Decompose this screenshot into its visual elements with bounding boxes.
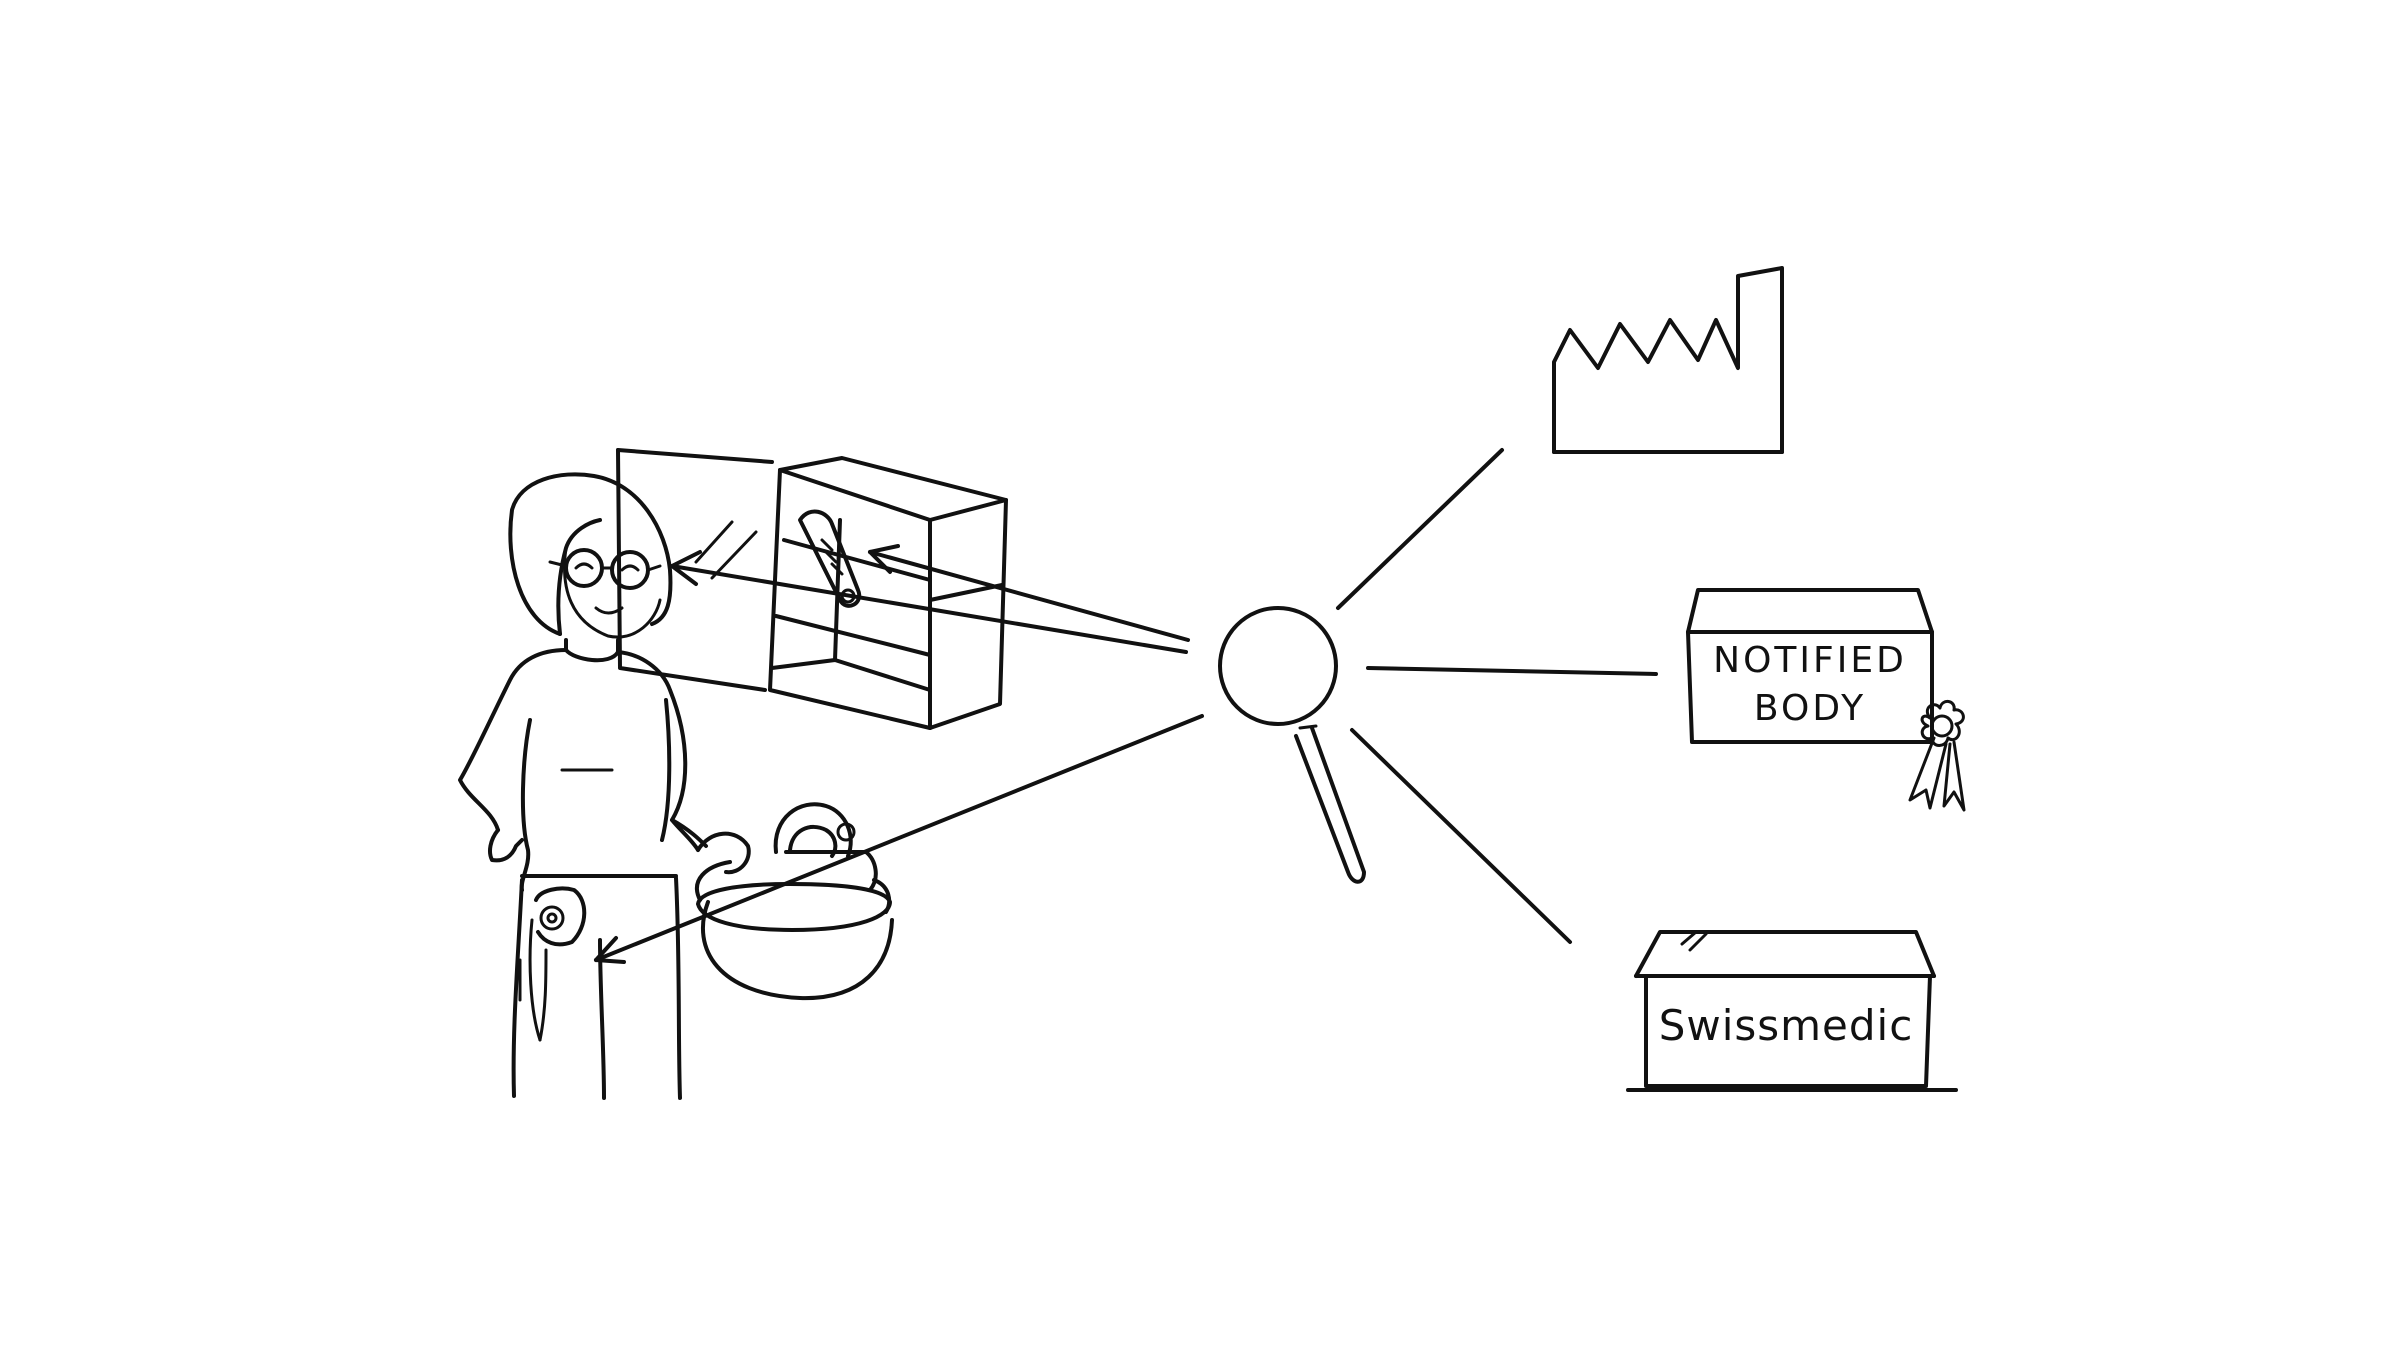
basket-icon — [694, 802, 894, 1001]
connector-lines — [1336, 448, 1658, 944]
magnifier-icon — [1218, 606, 1366, 884]
connector-to-factory — [1336, 448, 1504, 610]
certificate-seal-icon — [1908, 700, 1966, 812]
connector-to-swissmedic — [1350, 728, 1572, 944]
thermometer-icon — [798, 509, 862, 608]
hand — [696, 831, 751, 875]
person-figure — [458, 472, 751, 1100]
notified-body-building: NOTIFIED BODY — [1686, 588, 1966, 812]
swissmedic-label: Swissmedic — [1659, 1001, 1914, 1050]
arrow-to-device — [594, 714, 1204, 962]
arrow-to-eyes — [670, 564, 1188, 654]
bookshelf — [616, 448, 1008, 730]
hair — [508, 472, 673, 636]
factory-icon — [1552, 266, 1784, 454]
medical-device-icon — [528, 886, 587, 1042]
inspection-arrows — [594, 544, 1204, 964]
swissmedic-building: Swissmedic — [1626, 930, 1958, 1092]
arrow-to-thermometer — [868, 550, 1190, 642]
connector-to-notified-body — [1366, 666, 1658, 676]
wall-panel — [616, 448, 767, 692]
notified-body-label-line2: BODY — [1754, 688, 1866, 729]
notified-body-label-line1: NOTIFIED — [1713, 640, 1907, 681]
glasses-icon — [564, 548, 604, 588]
weight-handle — [773, 802, 853, 858]
